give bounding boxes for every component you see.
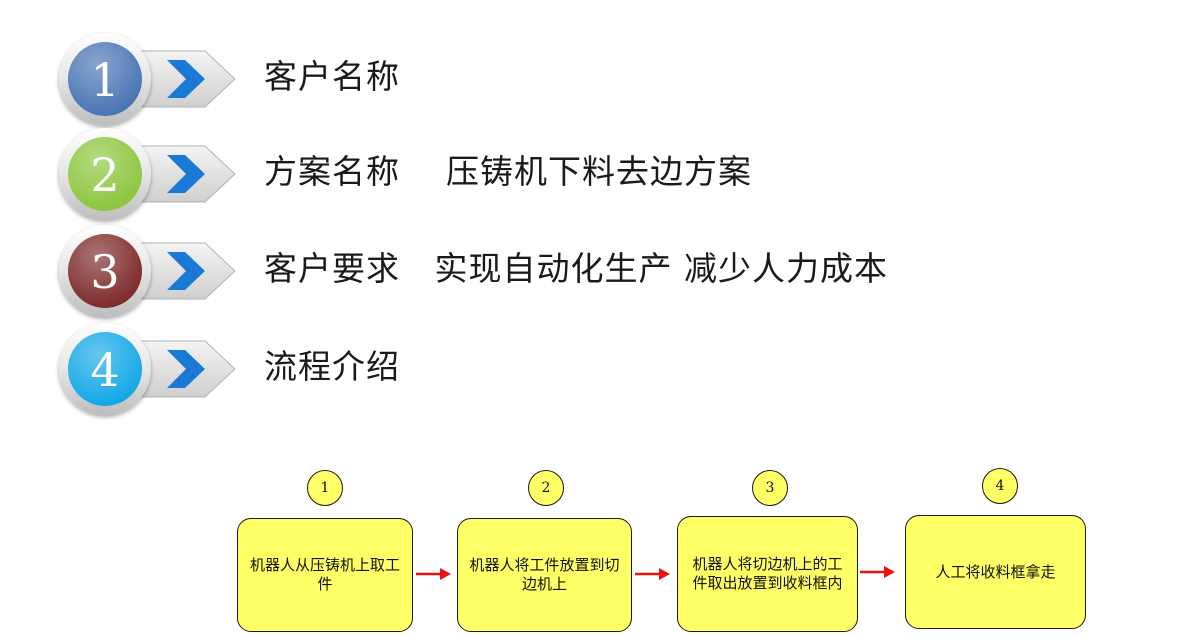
- agenda-item-4: 4 流程介绍: [55, 323, 955, 415]
- flow-step-box-2: 机器人将工件放置到切边机上: [457, 518, 632, 632]
- number-badge-1: 1: [59, 33, 236, 125]
- agenda-item-text: 方案名称 压铸机下料去边方案: [264, 152, 752, 191]
- chevron-right-icon: [167, 252, 205, 290]
- flow-step-number-4: 4: [982, 468, 1018, 504]
- number-badge-2: 2: [59, 128, 236, 220]
- chevron-right-icon: [167, 155, 205, 193]
- chevron-right-icon: [167, 350, 205, 388]
- badge-number: 2: [90, 148, 119, 202]
- flow-step-box-3: 机器人将切边机上的工件取出放置到收料框内: [677, 516, 858, 632]
- badge-number: 4: [90, 343, 119, 397]
- chevron-right-icon: [167, 60, 205, 98]
- flow-step-number-3: 3: [752, 470, 788, 506]
- agenda-item-1: 1 客户名称: [55, 33, 955, 125]
- flow-step-box-1: 机器人从压铸机上取工件: [237, 518, 413, 632]
- flow-step-number-2: 2: [528, 470, 564, 506]
- agenda-item-text: 流程介绍: [264, 347, 400, 386]
- arrow-right-icon: [416, 568, 451, 580]
- agenda-item-text: 客户名称: [264, 57, 400, 96]
- number-badge-4: 4: [59, 323, 236, 415]
- flow-step-box-4: 人工将收料框拿走: [905, 515, 1086, 629]
- flow-step-number-1: 1: [307, 470, 343, 506]
- agenda-item-3: 3 客户要求 实现自动化生产 减少人力成本: [55, 225, 955, 317]
- badge-number: 3: [90, 245, 119, 299]
- arrow-right-icon: [635, 568, 670, 580]
- agenda-item-text: 客户要求 实现自动化生产 减少人力成本: [264, 249, 888, 288]
- number-badge-3: 3: [59, 225, 236, 317]
- arrow-right-icon: [860, 566, 895, 578]
- agenda-item-2: 2 方案名称 压铸机下料去边方案: [55, 128, 955, 220]
- badge-number: 1: [90, 53, 119, 107]
